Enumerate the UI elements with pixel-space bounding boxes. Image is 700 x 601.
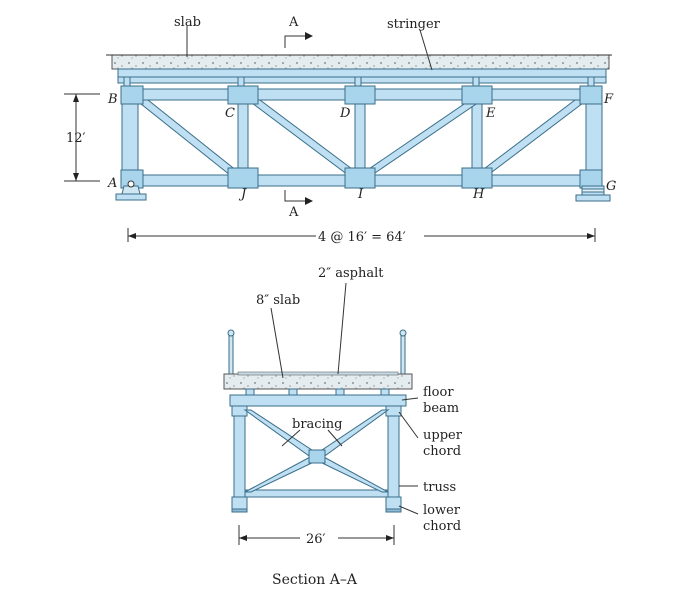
truss-elevation: slab stringer A A 12′ 4 @ 16′ = 64′ A B … — [64, 15, 616, 245]
node-H: H — [472, 187, 485, 202]
label-upper: upper — [423, 428, 463, 443]
label-stringer: stringer — [387, 17, 441, 32]
stringer — [117, 68, 607, 78]
label-bracing: bracing — [292, 417, 342, 432]
label-width: 26′ — [306, 532, 326, 547]
label-8in-slab: 8″ slab — [256, 293, 300, 308]
label-beam: beam — [423, 401, 459, 416]
width-dimension — [238, 525, 395, 545]
label-lower: lower — [423, 503, 461, 518]
railing-left — [227, 329, 235, 376]
node-E: E — [485, 106, 496, 121]
vertical-CJ — [237, 99, 249, 176]
label-lower-chord: chord — [423, 519, 461, 534]
section-cut-top — [284, 32, 313, 48]
section-caption: Section A–A — [272, 572, 358, 588]
node-B: B — [107, 92, 118, 107]
node-A: A — [107, 176, 117, 191]
node-G: G — [606, 179, 616, 194]
node-J: J — [238, 187, 247, 202]
section-slab — [223, 373, 413, 390]
railing-right — [399, 329, 407, 376]
gusset-plates — [120, 85, 603, 189]
node-I: I — [357, 187, 364, 202]
span-dimension — [127, 228, 596, 242]
truss-left — [233, 405, 246, 511]
node-C: C — [225, 106, 235, 121]
section-cut-bottom — [284, 190, 313, 205]
label-section-bottom: A — [288, 205, 299, 220]
label-span: 4 @ 16′ = 64′ — [318, 230, 406, 245]
floor-beam-supports — [123, 76, 595, 90]
label-slab: slab — [174, 15, 201, 30]
section-view: 2″ asphalt 8″ slab floor beam upper chor… — [223, 266, 463, 588]
deck-slab — [111, 54, 610, 70]
label-asphalt: 2″ asphalt — [318, 266, 384, 281]
label-height: 12′ — [66, 131, 86, 146]
label-section-top: A — [288, 15, 299, 30]
lower-strut — [244, 489, 389, 498]
section-asphalt — [237, 371, 399, 376]
label-truss: truss — [423, 480, 456, 495]
height-dimension — [64, 93, 100, 182]
node-D: D — [339, 106, 351, 121]
vertical-DI — [354, 99, 366, 176]
vertical-EH — [471, 99, 483, 176]
roller-support-G — [575, 185, 611, 202]
label-floor: floor — [423, 385, 454, 400]
floor-beam — [229, 394, 407, 407]
truss-right — [387, 405, 400, 511]
node-F: F — [603, 92, 614, 107]
cross-bracing — [243, 409, 390, 493]
diagonal-EI — [358, 99, 484, 176]
pin-support-A — [115, 180, 147, 201]
label-upper-chord: chord — [423, 444, 461, 459]
